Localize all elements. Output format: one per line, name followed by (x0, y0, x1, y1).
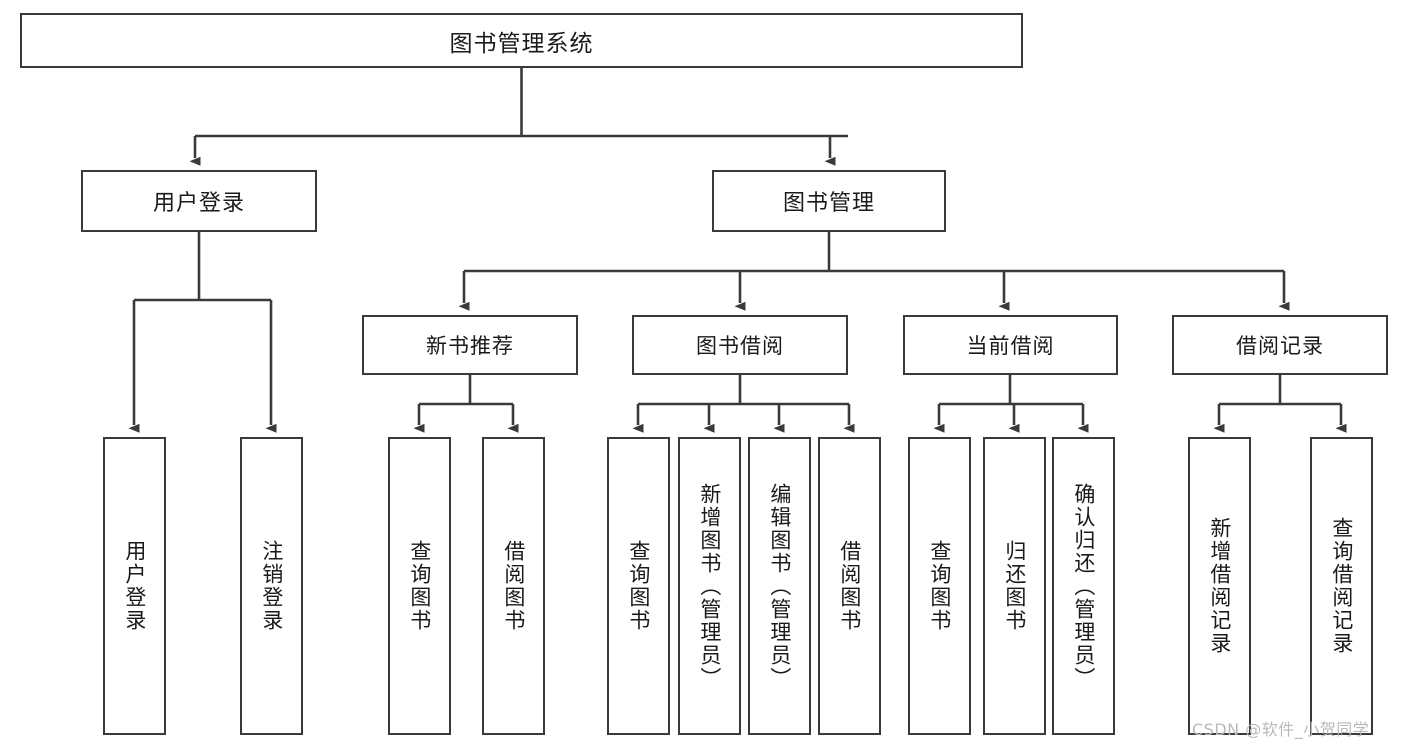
node-leaf-edit-book-admin-label: 编辑图书（管理员） (767, 482, 792, 690)
node-leaf-logout-label: 注销登录 (259, 540, 284, 632)
node-leaf-query-borrow-record-label: 查询借阅记录 (1329, 517, 1354, 655)
node-leaf-confirm-return-admin-label: 确认归还（管理员） (1071, 482, 1096, 690)
node-leaf-user-login-label: 用户登录 (122, 540, 147, 632)
node-leaf-add-borrow-record-label: 新增借阅记录 (1207, 517, 1232, 655)
node-leaf-user-login[interactable]: 用户登录 (103, 437, 166, 735)
node-user-login[interactable]: 用户登录 (81, 170, 317, 232)
node-borrow-record[interactable]: 借阅记录 (1172, 315, 1388, 375)
node-leaf-confirm-return-admin[interactable]: 确认归还（管理员） (1052, 437, 1115, 735)
node-current-borrow-label: 当前借阅 (966, 334, 1055, 358)
node-current-borrow[interactable]: 当前借阅 (903, 315, 1118, 375)
node-leaf-query-book-cur[interactable]: 查询图书 (908, 437, 971, 735)
node-borrow-record-label: 借阅记录 (1236, 334, 1324, 358)
node-leaf-borrow-book-label: 借阅图书 (837, 540, 862, 632)
edge-group-new-book-recommend (413, 375, 519, 433)
node-leaf-logout[interactable]: 注销登录 (240, 437, 303, 735)
node-root[interactable]: 图书管理系统 (20, 13, 1023, 68)
csdn-watermark: CSDN @软件_小贺同学 (1192, 720, 1370, 739)
node-leaf-query-book-cur-label: 查询图书 (927, 540, 952, 632)
node-leaf-query-borrow-record[interactable]: 查询借阅记录 (1310, 437, 1373, 735)
node-leaf-borrow-book-rec[interactable]: 借阅图书 (482, 437, 545, 735)
node-leaf-return-book[interactable]: 归还图书 (983, 437, 1046, 735)
edge-group-book-borrow (632, 375, 855, 433)
node-leaf-query-book-rec-label: 查询图书 (407, 540, 432, 632)
node-leaf-add-book-admin-label: 新增图书（管理员） (697, 482, 722, 690)
node-book-manage-label: 图书管理 (782, 191, 875, 216)
node-leaf-borrow-book-rec-label: 借阅图书 (501, 540, 526, 632)
node-book-borrow-label: 图书借阅 (696, 334, 784, 358)
node-new-book-recommend[interactable]: 新书推荐 (362, 315, 578, 375)
node-leaf-query-book-borrow[interactable]: 查询图书 (607, 437, 670, 735)
edge-group-book-manage (458, 232, 1290, 311)
node-leaf-return-book-label: 归还图书 (1002, 540, 1027, 632)
node-new-book-recommend-label: 新书推荐 (426, 334, 514, 358)
node-leaf-edit-book-admin[interactable]: 编辑图书（管理员） (748, 437, 811, 735)
node-leaf-add-book-admin[interactable]: 新增图书（管理员） (678, 437, 741, 735)
edge-group-user-login (128, 232, 277, 433)
edge-group-current-borrow (933, 375, 1089, 433)
node-book-borrow[interactable]: 图书借阅 (632, 315, 848, 375)
node-root-label: 图书管理系统 (449, 30, 594, 57)
node-leaf-borrow-book[interactable]: 借阅图书 (818, 437, 881, 735)
node-user-login-label: 用户登录 (152, 191, 245, 216)
node-book-manage[interactable]: 图书管理 (712, 170, 946, 232)
edge-group-borrow-record (1213, 375, 1347, 433)
node-leaf-query-book-borrow-label: 查询图书 (626, 540, 651, 632)
node-leaf-add-borrow-record[interactable]: 新增借阅记录 (1188, 437, 1251, 735)
node-leaf-query-book-rec[interactable]: 查询图书 (388, 437, 451, 735)
edge-group-root (189, 68, 848, 166)
